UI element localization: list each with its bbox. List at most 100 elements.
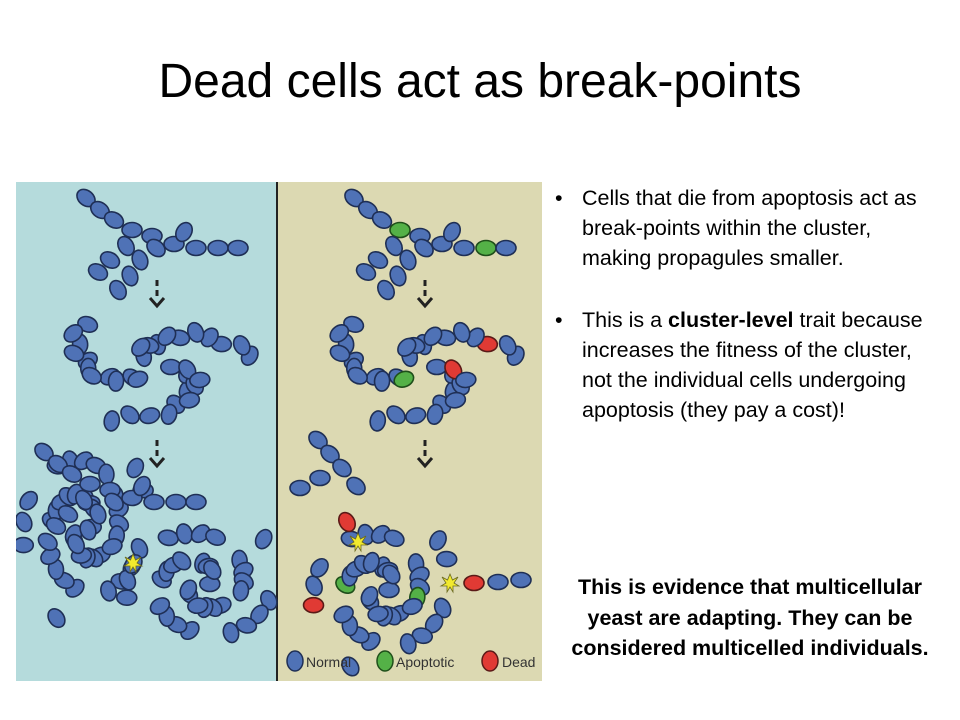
bullet-text: Cells that die from apoptosis act as bre… (582, 186, 917, 270)
normal-cell (389, 265, 407, 287)
legend-apoptotic-label: Apoptotic (396, 654, 454, 670)
normal-cell (179, 579, 198, 601)
normal-cell (185, 493, 207, 511)
normal-cell (207, 239, 229, 257)
normal-cell (305, 575, 323, 597)
normal-cell (510, 571, 532, 589)
normal-cell (109, 279, 127, 301)
normal-cell (77, 315, 99, 333)
normal-cell (329, 324, 350, 343)
normal-cell (371, 211, 393, 229)
slide-title: Dead cells act as break-points (158, 55, 802, 108)
normal-cell (355, 263, 377, 281)
normal-cell (16, 511, 33, 533)
normal-cell (377, 279, 395, 301)
cells-layer (16, 188, 532, 677)
normal-cell (232, 335, 251, 356)
normal-cell (75, 489, 93, 511)
normal-cell (360, 585, 379, 607)
normal-cell (495, 239, 517, 257)
bullet-marker: • (555, 308, 563, 332)
normal-cell (63, 324, 84, 343)
normal-cell (79, 475, 101, 493)
normal-cell (175, 221, 193, 243)
normal-cell (127, 370, 149, 388)
normal-cell (139, 407, 161, 425)
normal-cell (386, 405, 406, 425)
normal-cell (178, 391, 201, 409)
normal-cell (98, 463, 115, 486)
dead-cell (338, 511, 356, 533)
normal-cell (367, 605, 389, 623)
normal-cell (63, 344, 85, 363)
normal-cell (382, 564, 401, 585)
normal-cell (101, 538, 123, 556)
normal-cell (103, 211, 125, 229)
apoptotic-cell (389, 221, 411, 239)
normal-cell (37, 532, 58, 551)
normal-cell (347, 366, 368, 385)
normal-cell (104, 492, 124, 512)
normal-cell (121, 221, 143, 239)
normal-cell (232, 580, 250, 602)
normal-cell (443, 221, 461, 243)
normal-cell (121, 265, 139, 287)
normal-cell (87, 263, 109, 281)
normal-cell (346, 476, 366, 496)
normal-cell (115, 589, 138, 607)
normal-cell (81, 366, 102, 385)
normal-cell (165, 493, 187, 511)
normal-cell (117, 235, 135, 257)
normal-cell (333, 605, 354, 624)
bullet-item: • Cells that die from apoptosis act as b… (553, 183, 943, 273)
normal-cell (309, 469, 331, 487)
normal-cell (61, 465, 83, 483)
bullet-text-bold: cluster-level (668, 308, 794, 332)
normal-cell (160, 358, 182, 376)
normal-cell (383, 529, 405, 548)
normal-cell (160, 403, 178, 425)
normal-cell (435, 550, 458, 568)
normal-cell (131, 249, 149, 271)
normal-cell (118, 569, 137, 591)
bullet-text-pre: This is a (582, 308, 669, 332)
normal-cell (385, 235, 403, 257)
normal-cell (187, 597, 209, 615)
normal-cell (369, 410, 387, 432)
normal-cell (107, 370, 125, 392)
bullet-text-post: trait because increases the fitness of t… (582, 308, 923, 422)
normal-cell (498, 335, 517, 356)
legend-normal-swatch (286, 650, 304, 672)
normal-cell (157, 326, 177, 347)
normal-cell (89, 503, 107, 525)
normal-cell (99, 251, 121, 269)
normal-cell (429, 530, 447, 551)
normal-cell (190, 524, 211, 544)
normal-cell (362, 551, 380, 574)
bullet-list: • Cells that die from apoptosis act as b… (553, 183, 943, 457)
normal-cell (47, 607, 66, 629)
normal-cell (455, 371, 477, 389)
normal-cell (373, 370, 391, 392)
normal-cell (487, 573, 509, 591)
dead-cell (463, 574, 485, 592)
legend-normal-label: Normal (306, 654, 351, 670)
normal-cell (189, 371, 211, 389)
legend-apoptotic-swatch (376, 650, 394, 672)
normal-cell (310, 557, 329, 578)
normal-cell (100, 580, 117, 602)
dead-cell (302, 596, 325, 614)
normal-cell (401, 597, 423, 616)
normal-cell (67, 533, 85, 555)
normal-cell (57, 505, 79, 523)
bullet-item: • This is a cluster-level trait because … (553, 305, 943, 425)
normal-cell (444, 391, 467, 409)
normal-cell (227, 239, 249, 257)
normal-cell (399, 633, 417, 655)
normal-cell (341, 656, 360, 677)
conclusion-text: This is evidence that multicellular yeas… (571, 575, 929, 660)
normal-cell (186, 321, 205, 343)
normal-cell (343, 315, 365, 333)
normal-cell (149, 597, 171, 616)
normal-cell (367, 251, 389, 269)
